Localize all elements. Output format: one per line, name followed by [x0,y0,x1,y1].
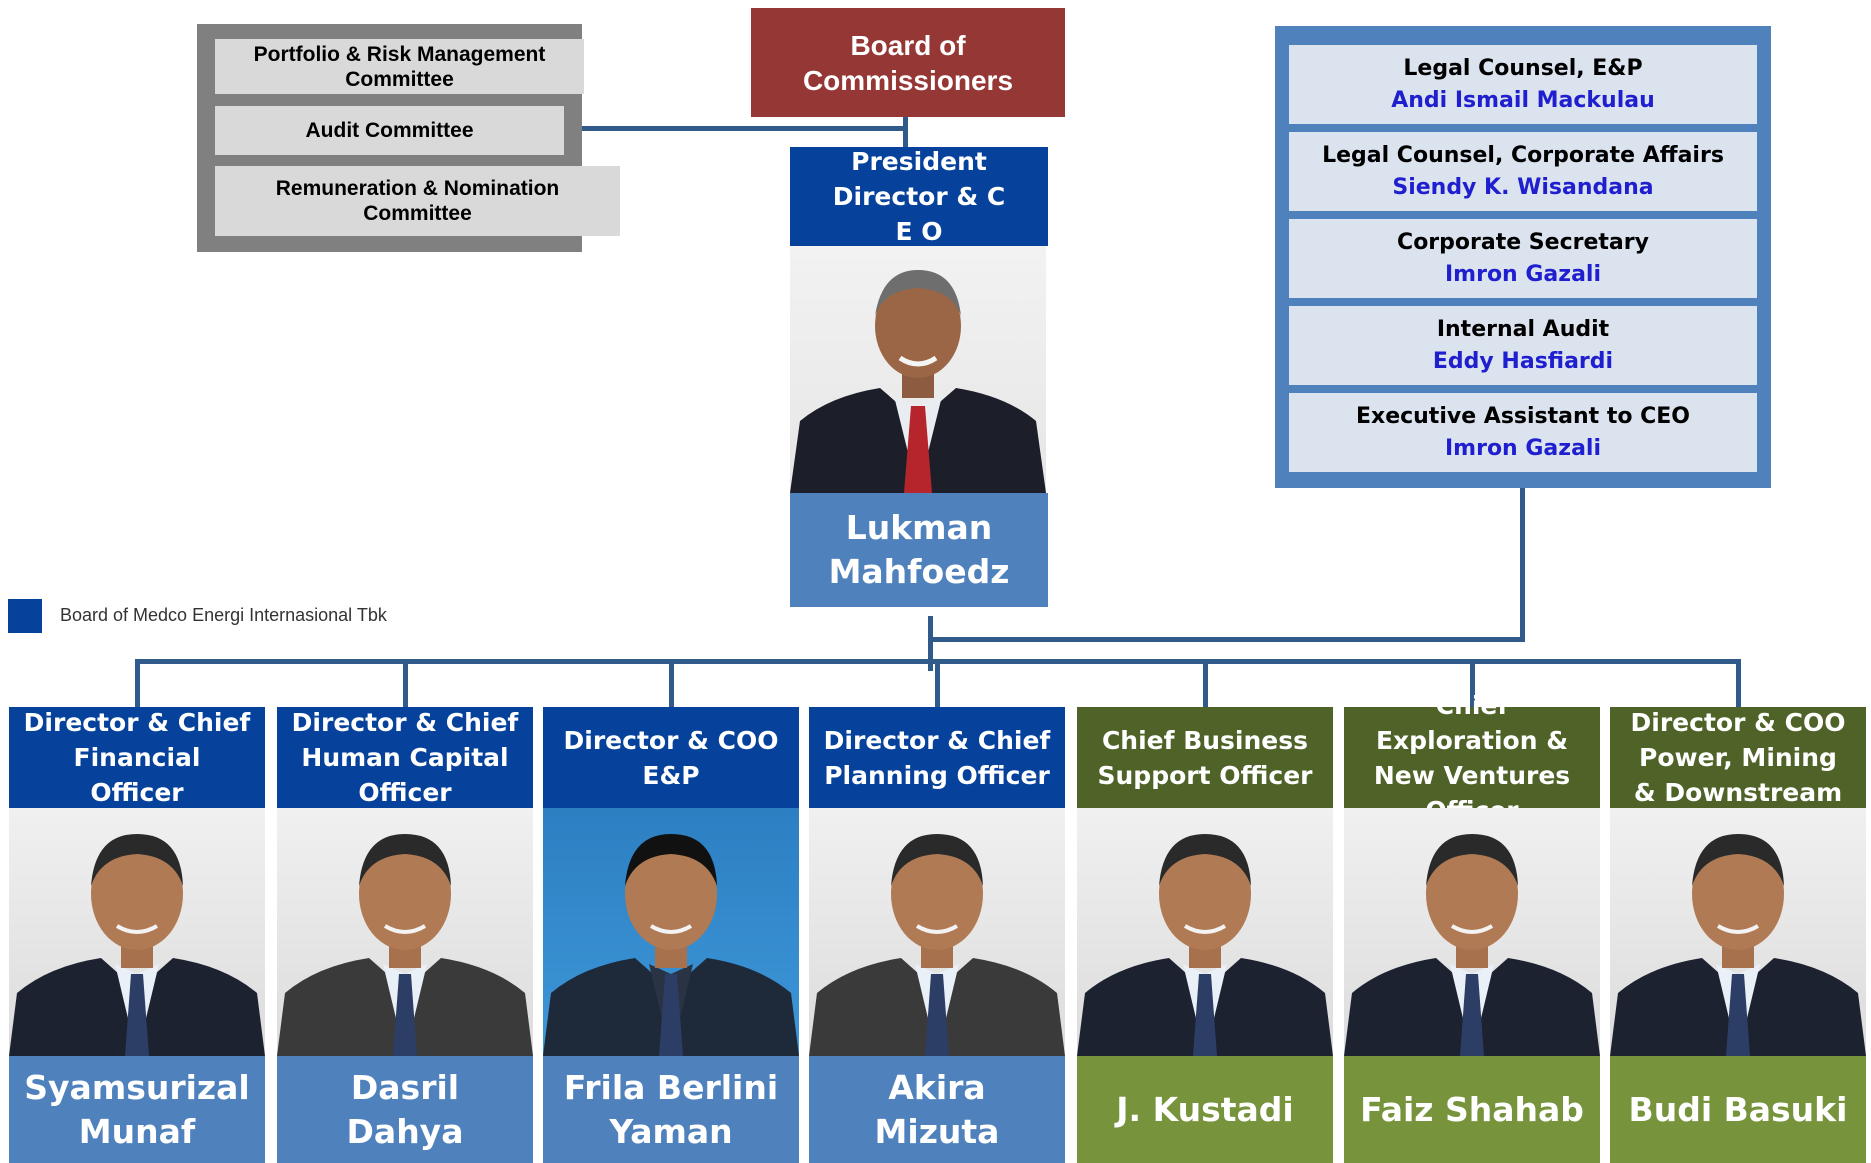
director-name-box: Dasril Dahya [277,1056,533,1163]
connector-director-drop [1203,659,1208,709]
ceo-photo [790,246,1046,493]
director-title: Director & Chief Planning Officer [823,725,1051,790]
board-of-commissioners: Board of Commissioners [751,8,1065,117]
director-photo [1344,808,1600,1056]
director-photo [1077,808,1333,1056]
advisory-legal-counsel-corporate: Legal Counsel, Corporate Affairs Siendy … [1289,132,1757,211]
advisory-corporate-secretary: Corporate Secretary Imron Gazali [1289,219,1757,298]
connector-director-drop [1736,659,1741,709]
advisory-person: Imron Gazali [1444,261,1602,287]
ceo-name-box: Lukman Mahfoedz [790,493,1048,607]
person-portrait-icon [1077,834,1333,1056]
director-name: Akira Mizuta [874,1067,1000,1151]
director-name: Faiz Shahab [1360,1089,1584,1129]
connector-boc-ceo [903,117,908,149]
legend-swatch [8,599,42,633]
advisory-person: Imron Gazali [1444,435,1602,461]
person-portrait-icon [9,834,265,1056]
director-title-box: Director & Chief Planning Officer [809,707,1065,808]
advisory-executive-assistant: Executive Assistant to CEO Imron Gazali [1289,393,1757,472]
director-title: Director & COO E&P [563,725,779,790]
director-photo [543,808,799,1056]
connector-director-drop [669,659,674,709]
person-portrait-icon [543,834,799,1056]
legend-label: Board of Medco Energi Internasional Tbk [60,605,387,625]
ceo-title-box: President Director & C E O [790,147,1048,246]
advisory-internal-audit: Internal Audit Eddy Hasfiardi [1289,306,1757,385]
director-name-box: J. Kustadi [1077,1056,1333,1163]
director-title-box: Director & COO E&P [543,707,799,808]
advisory-person: Siendy K. Wisandana [1392,174,1654,200]
director-name-box: Frila Berlini Yaman [543,1056,799,1163]
advisory-role: Internal Audit [1436,316,1610,342]
director-title-box: Chief Exploration & New Ventures Officer [1344,691,1600,825]
director-name-box: Syamsurizal Munaf [9,1056,265,1163]
committees-panel: Portfolio & Risk Management Committee Au… [197,24,620,252]
connector-director-drop [935,659,940,709]
committee-label: Remuneration & Nomination Committee [275,177,560,225]
ceo-title: President Director & C E O [832,147,1006,246]
connector-director-drop [1470,659,1475,709]
advisory-person: Eddy Hasfiardi [1432,348,1614,374]
director-title-box: Director & Chief Financial Officer [9,707,265,808]
advisory-person: Andi Ismail Mackulau [1391,87,1655,113]
person-portrait-icon [809,834,1065,1056]
director-title: Chief Business Support Officer [1097,725,1313,790]
ceo-name: Lukman Mahfoedz [828,508,1010,591]
director-photo [9,808,265,1056]
connector-advisory-horizontal [928,637,1525,642]
director-title-box: Chief Business Support Officer [1077,707,1333,808]
director-name-box: Budi Basuki [1610,1056,1866,1163]
connector-committees [582,126,908,131]
person-portrait-icon [1610,834,1866,1056]
director-name: Dasril Dahya [346,1067,464,1151]
director-name-box: Faiz Shahab [1344,1056,1600,1163]
committee-label: Audit Committee [305,119,474,142]
director-title-box: Director & COO Power, Mining & Downstrea… [1610,707,1866,808]
director-photo [1610,808,1866,1056]
connector-ceo-down [928,616,933,671]
director-name: J. Kustadi [1116,1089,1294,1129]
committee-label: Portfolio & Risk Management Committee [253,42,546,91]
director-title: Director & COO Power, Mining & Downstrea… [1630,708,1846,807]
director-name-box: Akira Mizuta [809,1056,1065,1163]
connector-director-drop [403,659,408,709]
director-title: Director & Chief Human Capital Officer [291,708,519,807]
person-portrait-icon [1344,834,1600,1056]
director-photo [809,808,1065,1056]
committee-audit: Audit Committee [215,106,564,155]
advisory-legal-counsel-ep: Legal Counsel, E&P Andi Ismail Mackulau [1289,45,1757,124]
director-name: Budi Basuki [1628,1089,1848,1129]
director-title: Director & Chief Financial Officer [23,708,251,807]
director-title: Chief Exploration & New Ventures Officer [1373,690,1571,825]
director-name: Frila Berlini Yaman [563,1067,779,1151]
advisory-role: Corporate Secretary [1397,229,1649,255]
committee-remuneration-nomination: Remuneration & Nomination Committee [215,166,620,236]
connector-director-drop [135,659,140,709]
advisory-role: Legal Counsel, Corporate Affairs [1322,142,1724,168]
advisory-role: Executive Assistant to CEO [1355,403,1691,429]
person-portrait-icon [790,270,1046,493]
advisory-role: Legal Counsel, E&P [1403,55,1643,81]
board-of-commissioners-label: Board of Commissioners [802,29,1014,96]
director-title-box: Director & Chief Human Capital Officer [277,707,533,808]
connector-advisory-down [1520,476,1525,641]
person-portrait-icon [277,834,533,1056]
director-name: Syamsurizal Munaf [24,1067,250,1151]
director-photo [277,808,533,1056]
advisory-panel: Legal Counsel, E&P Andi Ismail Mackulau … [1275,26,1771,488]
committee-portfolio-risk: Portfolio & Risk Management Committee [215,39,584,94]
